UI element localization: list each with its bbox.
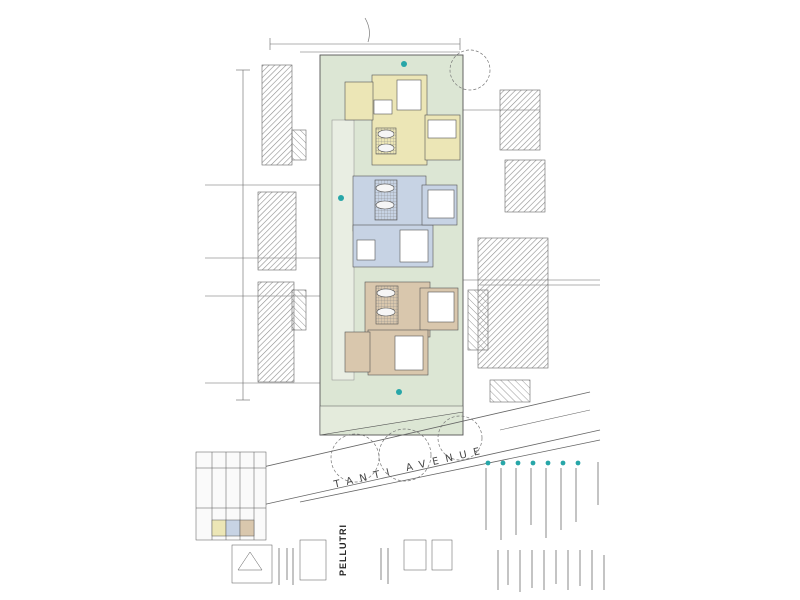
neighbour-buildings-east: [467, 89, 549, 403]
marker-points: [338, 61, 407, 395]
unit-1-floorplan: [344, 74, 461, 166]
front-setback: [319, 405, 464, 436]
neighbour-buildings-west: [257, 64, 307, 383]
unit-2-floorplan: [352, 175, 458, 268]
logo-text: PELLUTRI: [338, 524, 348, 576]
road-edges: [249, 391, 601, 506]
street-trees: [330, 17, 491, 483]
legend-table: [195, 451, 267, 541]
notes-text-lines: [278, 462, 605, 592]
notes-markers: [485, 460, 581, 466]
unit-3-floorplan: [344, 281, 459, 376]
company-logo: PELLUTRI: [333, 524, 363, 578]
title-block: [231, 539, 453, 584]
